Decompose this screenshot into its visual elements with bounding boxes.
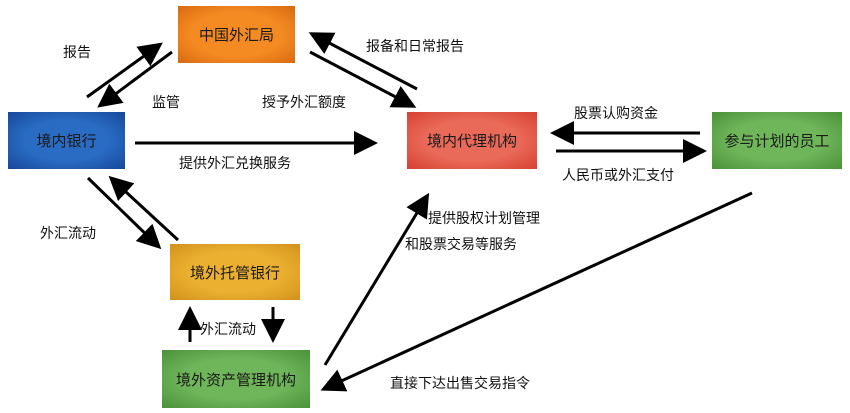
label-grant-quota: 授予外汇额度 bbox=[262, 95, 346, 111]
label-plan-mgmt-1: 提供股权计划管理 bbox=[428, 211, 540, 227]
label-plan-mgmt-2: 和股票交易等服务 bbox=[405, 237, 517, 253]
label-fx-flow-2: 外汇流动 bbox=[200, 322, 256, 338]
label-fx-exchange: 提供外汇兑换服务 bbox=[179, 156, 291, 172]
arrow-fx-flow-down bbox=[86, 176, 162, 250]
arrow-supervise bbox=[97, 50, 173, 108]
label-filing-report: 报备和日常报告 bbox=[366, 39, 464, 55]
arrow-sell-order bbox=[320, 191, 753, 392]
label-fx-flow-1: 外汇流动 bbox=[40, 226, 96, 242]
label-payment: 人民币或外汇支付 bbox=[562, 168, 674, 184]
node-employees: 参与计划的员工 bbox=[712, 112, 842, 169]
arrow-filing-report bbox=[308, 32, 418, 91]
label-supervise: 监管 bbox=[152, 95, 180, 111]
arrow-grant-quota bbox=[309, 50, 417, 108]
arrow-plan-mgmt bbox=[323, 192, 430, 366]
node-safe: 中国外汇局 bbox=[178, 6, 295, 63]
arrow-fx-flow-up bbox=[108, 175, 180, 242]
label-report: 报告 bbox=[63, 45, 91, 61]
node-asset-manager: 境外资产管理机构 bbox=[162, 350, 310, 408]
node-domestic-agent: 境内代理机构 bbox=[407, 112, 537, 169]
label-subscription-funds: 股票认购资金 bbox=[574, 106, 658, 122]
node-custodian-bank: 境外托管银行 bbox=[170, 244, 300, 300]
label-sell-order: 直接下达出售交易指令 bbox=[390, 376, 530, 392]
node-domestic-bank: 境内银行 bbox=[8, 112, 125, 169]
